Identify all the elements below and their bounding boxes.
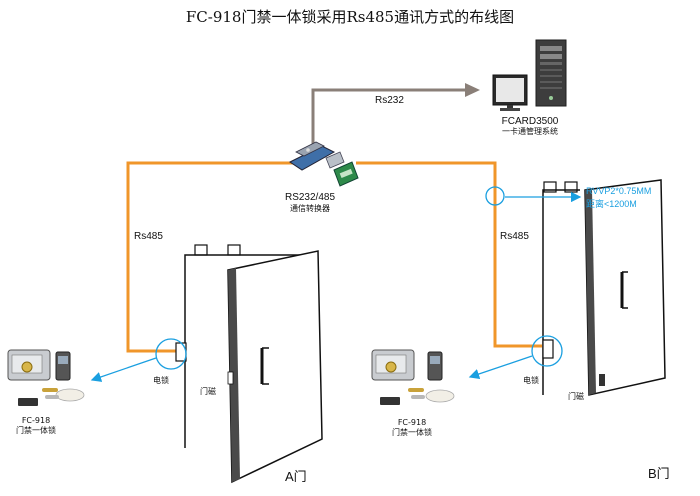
rs232-label: Rs232 [375,95,404,106]
door-b [542,179,666,396]
page-title: FC-918门禁一体锁采用Rs485通讯方式的布线图 [186,8,514,26]
pc-model-label: FCARD3500 [502,116,559,127]
product-left-model: FC-918 [22,416,50,425]
lock-pointer-right [468,355,533,380]
magnet-label-left: 门磁 [200,386,216,396]
lock-product-set-right [371,349,455,405]
converter-model-label: RS232/485 [285,192,335,203]
rs485-label-right: Rs485 [500,231,529,242]
converter-desc-label: 通信转换器 [290,203,330,213]
rs232-wire [311,88,465,147]
door-b-label: B门 [648,466,670,481]
rs485-label-left: Rs485 [134,231,163,242]
product-right-model: FC-918 [398,418,426,427]
product-right-desc: 门禁一体锁 [392,427,432,437]
pc-desc-label: 一卡通管理系统 [502,126,558,136]
rs485-wire-right [356,161,542,348]
cable-distance-label: 距离<1200M [586,198,637,209]
cable-type-label: RVVP2*0.75MM [586,186,651,196]
lock-label-right: 电锁 [523,375,539,385]
lock-product-set-left [7,349,85,406]
lock-callout-left [155,338,187,370]
lock-callout-right [531,335,563,367]
converter-icon [289,141,359,187]
magnet-label-right: 门磁 [568,391,584,401]
rs485-wire-left [126,161,296,353]
lock-label-left: 电锁 [153,375,169,385]
computer-icon [492,39,567,111]
cable-callout [485,186,505,206]
rs232-arrowhead [465,83,480,97]
lock-pointer-left [90,357,157,382]
door-a [175,244,323,484]
door-a-label: A门 [285,469,307,484]
product-left-desc: 门禁一体锁 [16,425,56,435]
